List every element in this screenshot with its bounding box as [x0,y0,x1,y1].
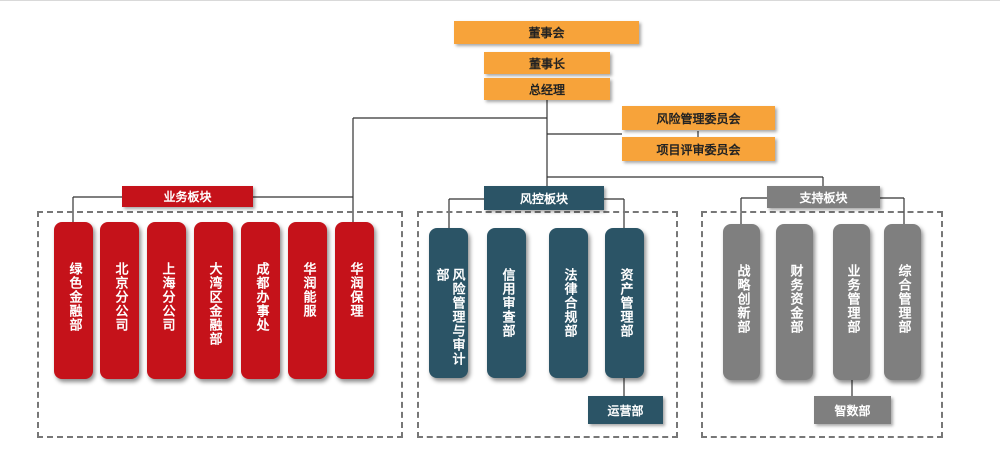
dept-credit-review[interactable]: 信用审查部 [487,228,526,378]
dept-label: 北京分公司 [112,262,128,332]
dept-legal-compliance[interactable]: 法律合规部 [549,228,588,378]
dept-chengdu-office[interactable]: 成都办事处 [241,222,280,379]
project-committee-box[interactable]: 项目评审委员会 [622,137,775,161]
support-section-frame [701,211,943,438]
chairman-box[interactable]: 董事长 [484,52,610,74]
dept-strategy-innovation[interactable]: 战略创新部 [723,224,760,380]
dept-label: 财务资金部 [787,264,803,334]
support-section-header[interactable]: 支持板块 [767,186,880,208]
dept-label: 上海分公司 [159,262,175,332]
dept-label: 资产管理部 [617,268,633,338]
risk-section-frame [417,211,678,438]
risk-committee-label: 风险管理委员会 [656,111,741,126]
dept-green-finance[interactable]: 绿色金融部 [54,222,93,379]
dept-finance-treasury[interactable]: 财务资金部 [776,224,813,380]
dept-label: 信用审查部 [499,268,515,338]
top-border-line [0,0,1000,1]
dept-label: 华润能服 [300,262,316,318]
business-section-frame [37,211,403,438]
dept-digital-intelligence[interactable]: 智数部 [814,396,891,424]
dept-beijing-branch[interactable]: 北京分公司 [100,222,139,379]
dept-label: 综合管理部 [895,264,911,334]
dept-label: 成都办事处 [253,262,269,332]
dept-business-management[interactable]: 业务管理部 [833,224,870,380]
dept-label: 业务管理部 [844,264,860,334]
dept-label: 战略创新部 [734,264,750,334]
dept-asset-management[interactable]: 资产管理部 [605,228,644,378]
dept-cr-energy-service[interactable]: 华润能服 [288,222,327,379]
risk-committee-box[interactable]: 风险管理委员会 [622,106,775,130]
sub-dept-label: 运营部 [607,403,644,418]
dept-label: 绿色金融部 [66,262,82,332]
project-committee-label: 项目评审委员会 [656,142,741,157]
dept-risk-audit[interactable]: 风险管理与审计部 [429,228,468,378]
sub-dept-label: 智数部 [834,403,871,418]
dept-shanghai-branch[interactable]: 上海分公司 [147,222,186,379]
risk-section-header[interactable]: 风控板块 [484,186,604,210]
support-section-title: 支持板块 [799,190,848,205]
general-manager-label: 总经理 [528,82,565,97]
dept-operations[interactable]: 运营部 [588,396,663,424]
chairman-label: 董事长 [528,56,565,71]
dept-general-management[interactable]: 综合管理部 [884,224,921,380]
board-box[interactable]: 董事会 [454,21,639,44]
board-label: 董事会 [528,26,565,40]
risk-section-title: 风控板块 [519,191,568,206]
business-section-header[interactable]: 业务板块 [122,186,253,207]
dept-label: 法律合规部 [561,268,577,338]
dept-label: 大湾区金融部 [206,262,222,346]
dept-label: 风险管理与审计部 [433,268,465,366]
dept-label: 华润保理 [347,262,363,318]
business-section-title: 业务板块 [163,190,212,204]
dept-cr-factoring[interactable]: 华润保理 [335,222,374,379]
dept-greater-bay-finance[interactable]: 大湾区金融部 [194,222,233,379]
general-manager-box[interactable]: 总经理 [484,78,610,100]
